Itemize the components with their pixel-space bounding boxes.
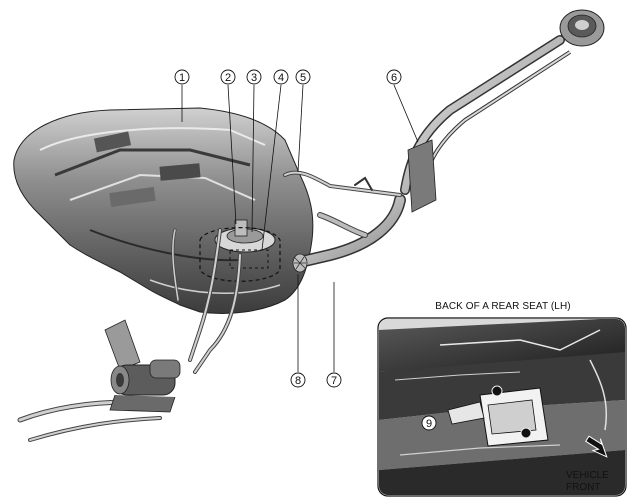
- callout-7: 7: [326, 372, 342, 388]
- inset-panel: 9: [377, 317, 627, 497]
- svg-text:4: 4: [278, 72, 284, 84]
- filler-pipe: [294, 9, 605, 268]
- svg-text:6: 6: [391, 72, 397, 84]
- svg-text:3: 3: [251, 72, 257, 84]
- callout-3: 3: [246, 69, 262, 85]
- callout-4: 4: [273, 69, 289, 85]
- callout-6: 6: [386, 69, 402, 85]
- leader-lines: [181, 84, 492, 424]
- svg-text:5: 5: [300, 72, 306, 84]
- svg-text:2: 2: [225, 72, 231, 84]
- svg-text:1: 1: [179, 72, 185, 84]
- vehicle-front-arrow-icon: [585, 435, 608, 458]
- filler-cap: [559, 9, 605, 47]
- callout-5: 5: [295, 69, 311, 85]
- vehicle-front-line-2: FRONT: [566, 482, 601, 493]
- svg-text:7: 7: [331, 375, 337, 387]
- vehicle-front-line-1: VEHICLE: [566, 470, 609, 481]
- hose-clip: [292, 253, 308, 273]
- evaporative-canister: [104, 319, 181, 413]
- inset-title: BACK OF A REAR SEAT (LH): [435, 301, 571, 312]
- fuel-tank: [13, 107, 314, 314]
- callout-8: 8: [290, 372, 306, 388]
- module-bracket: [447, 385, 549, 447]
- fuel-lines: [17, 170, 402, 442]
- svg-text:8: 8: [295, 375, 301, 387]
- vehicle-front-label: VEHICLE FRONT: [566, 470, 609, 494]
- callout-2: 2: [220, 69, 236, 85]
- svg-text:9: 9: [426, 418, 432, 430]
- callout-9: 9: [421, 415, 437, 431]
- callout-1: 1: [174, 69, 190, 85]
